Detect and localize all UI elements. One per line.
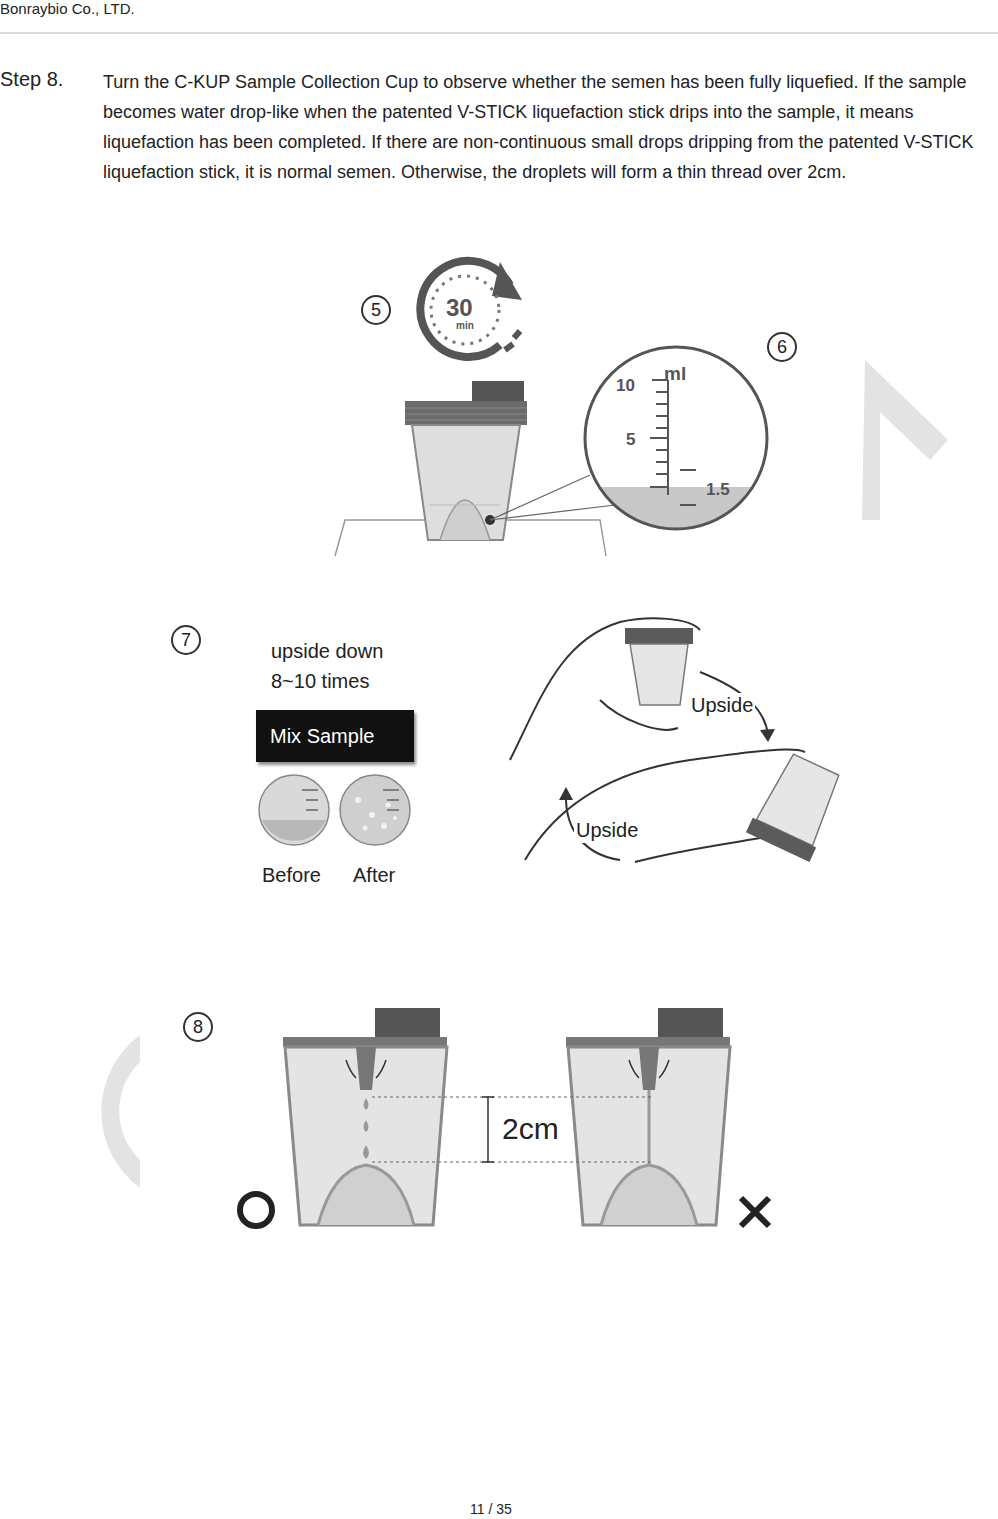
process-box: Mix Sample [256, 710, 414, 762]
timer-unit: min [456, 320, 474, 333]
scale-value: 10 [616, 375, 635, 396]
page-header: Bonraybio Co., LTD. [0, 0, 135, 19]
timer-value: 30 [446, 293, 473, 323]
scale-value: 1.5 [706, 479, 730, 500]
instruction-note: upside down 8~10 times [271, 636, 416, 696]
state-label: After [353, 863, 395, 888]
dimension-label: 2cm [502, 1110, 559, 1148]
step-number: Step 8. [0, 67, 63, 92]
scale-value: 5 [626, 429, 635, 450]
scale-unit: ml [664, 362, 686, 386]
page-number: 11 / 35 [470, 1501, 512, 1519]
motion-label: Upside [689, 693, 755, 718]
state-label: Before [262, 863, 321, 888]
box-label: Mix Sample [270, 725, 374, 748]
callout-number: 7 [171, 625, 201, 655]
motion-label: Upside [574, 818, 640, 843]
callout-number: 5 [361, 295, 391, 325]
step-text: Turn the C-KUP Sample Collection Cup to … [103, 67, 996, 187]
callout-number: 8 [183, 1012, 213, 1042]
callout-number: 6 [767, 332, 797, 362]
